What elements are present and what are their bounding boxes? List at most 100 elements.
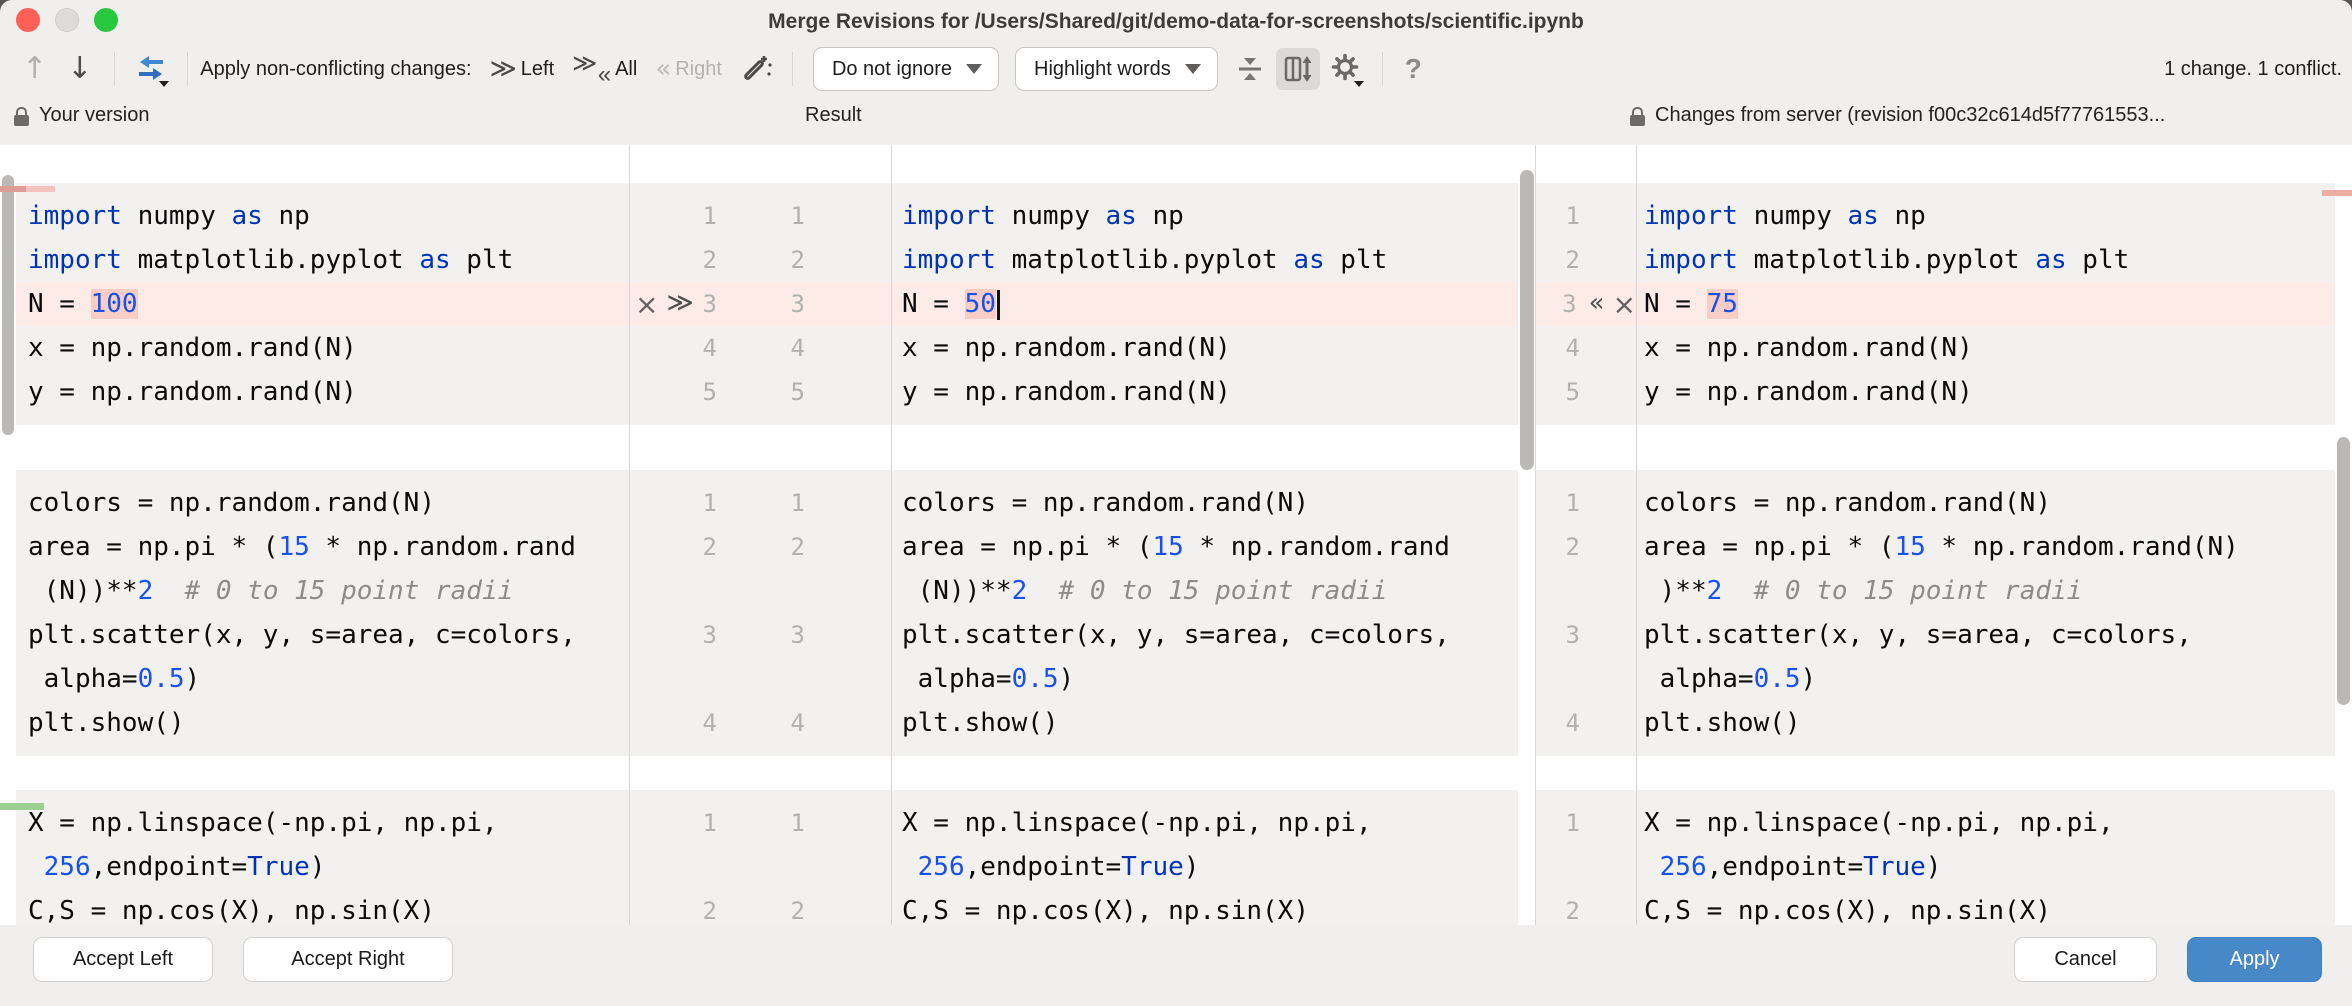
right-code-pane: X = np.linspace(-np.pi, np.pi, 256,endpo… xyxy=(1636,790,2335,925)
apply-left-chevrons-icon[interactable]: ≫ xyxy=(489,54,517,84)
code-line[interactable]: C,S = np.cos(X), np.sin(X) xyxy=(891,889,1518,925)
gutter-actions: «× xyxy=(1577,288,1636,321)
apply-button[interactable]: Apply xyxy=(2187,937,2322,982)
result-line-number: 1 xyxy=(790,809,805,837)
right-line-number: 1 xyxy=(1565,809,1580,837)
conflict-stripe-left-light[interactable] xyxy=(26,186,55,192)
code-token: colors = np.random.rand(N) xyxy=(902,488,1309,518)
code-token: # 0 to 15 point radii xyxy=(1753,576,2083,606)
notebook-cell-diff: colors = np.random.rand(N) area = np.pi *… xyxy=(0,470,2352,756)
code-token: matplotlib.pyplot xyxy=(121,245,420,275)
apply-all-chevrons-icon[interactable]: ≫ « xyxy=(572,49,612,88)
code-token: C,S = np.cos(X), np.sin(X) xyxy=(28,896,435,925)
code-token: np xyxy=(1136,201,1184,231)
code-line: )**2 # 0 to 15 point radii xyxy=(1636,569,2335,613)
apply-all-label[interactable]: All xyxy=(615,57,638,80)
code-line[interactable]: N = 50 xyxy=(891,282,1518,326)
change-stripe-green[interactable] xyxy=(0,803,44,810)
code-line[interactable]: import numpy as np xyxy=(891,194,1518,238)
left-line-number: 2 xyxy=(702,533,717,561)
code-line[interactable]: area = np.pi * (15 * np.random.rand xyxy=(891,525,1518,569)
apply-all-non-conflicting-icon[interactable] xyxy=(129,48,173,90)
code-token: y = np.random.rand(N) xyxy=(1644,377,1973,407)
code-token: y = np.random.rand(N) xyxy=(28,377,357,407)
code-token: * np.random.rand xyxy=(1183,532,1450,562)
apply-change-to-result-icon[interactable]: « xyxy=(1588,287,1605,318)
gutter-row: 5 xyxy=(1536,370,1636,414)
ignore-change-icon[interactable]: × xyxy=(635,287,659,321)
help-icon[interactable]: ? xyxy=(1404,53,1422,84)
code-token: ) xyxy=(1800,664,1817,694)
code-line[interactable]: alpha=0.5) xyxy=(891,657,1518,701)
apply-left-label[interactable]: Left xyxy=(520,57,555,80)
code-line[interactable]: (N))**2 # 0 to 15 point radii xyxy=(891,569,1518,613)
code-line: (N))**2 # 0 to 15 point radii xyxy=(16,569,629,613)
code-token: X = np.linspace(-np.pi, np.pi, xyxy=(1644,808,2114,838)
accept-right-button[interactable]: Accept Right xyxy=(243,937,453,982)
code-line: y = np.random.rand(N) xyxy=(1636,370,2335,414)
code-token: as xyxy=(2035,245,2067,275)
next-change-icon[interactable]: ↓ xyxy=(67,51,93,86)
close-window-button[interactable] xyxy=(16,8,40,32)
code-line: area = np.pi * (15 * np.random.rand(N) xyxy=(1636,525,2335,569)
accept-left-button[interactable]: Accept Left xyxy=(33,937,213,982)
cancel-button[interactable]: Cancel xyxy=(2014,937,2157,982)
magic-wand-icon xyxy=(744,56,772,80)
code-line[interactable]: plt.scatter(x, y, s=area, c=colors, xyxy=(891,613,1518,657)
synchronize-scrolling-toggle[interactable] xyxy=(1275,48,1320,90)
code-token: area = np.pi * ( xyxy=(902,532,1153,562)
ignore-change-icon[interactable]: × xyxy=(1612,287,1636,321)
code-token xyxy=(1722,576,1753,606)
code-line[interactable]: y = np.random.rand(N) xyxy=(891,370,1518,414)
highlight-mode-value: Highlight words xyxy=(1034,57,1171,80)
code-token: 256 xyxy=(43,852,91,882)
magic-resolve-icon[interactable] xyxy=(734,48,778,90)
zoom-window-button[interactable] xyxy=(94,8,118,32)
code-line[interactable]: x = np.random.rand(N) xyxy=(891,326,1518,370)
code-token: True xyxy=(1863,852,1926,882)
result-code-pane: colors = np.random.rand(N) area = np.pi *… xyxy=(891,470,1518,756)
code-line: import numpy as np xyxy=(16,194,629,238)
code-line: x = np.random.rand(N) xyxy=(1636,326,2335,370)
gutter-border xyxy=(1535,145,1536,925)
code-token: ,endpoint= xyxy=(90,852,248,882)
conflict-stripe-left[interactable] xyxy=(0,186,26,192)
code-line[interactable]: 256,endpoint=True) xyxy=(891,845,1518,889)
collapse-unchanged-icon[interactable] xyxy=(1228,48,1272,90)
code-line: x = np.random.rand(N) xyxy=(16,326,629,370)
ignore-policy-dropdown[interactable]: Do not ignore xyxy=(812,47,1000,91)
left-panel-scrollbar[interactable] xyxy=(2,175,14,435)
collapse-icon xyxy=(1238,58,1261,80)
right-panel-scrollbar[interactable] xyxy=(2337,437,2350,705)
status-summary: 1 change. 1 conflict. xyxy=(2164,57,2342,80)
gutter-row: 2 xyxy=(1536,889,1636,925)
code-token: 2 xyxy=(1011,576,1028,606)
code-line: 256,endpoint=True) xyxy=(16,845,629,889)
apply-change-to-result-icon[interactable]: ≫ xyxy=(666,287,694,318)
code-token: plt.show() xyxy=(1644,708,1801,738)
changed-word: 100 xyxy=(90,289,138,319)
code-line[interactable]: X = np.linspace(-np.pi, np.pi, xyxy=(891,801,1518,845)
code-token: as xyxy=(1293,245,1325,275)
result-panel-scrollbar[interactable] xyxy=(1520,170,1534,470)
code-line[interactable]: colors = np.random.rand(N) xyxy=(891,481,1518,525)
left-scroll-track xyxy=(0,470,16,756)
code-token: * np.random.rand xyxy=(309,532,576,562)
result-line-number: 2 xyxy=(790,897,805,925)
code-line: y = np.random.rand(N) xyxy=(16,370,629,414)
code-line[interactable]: import matplotlib.pyplot as plt xyxy=(891,238,1518,282)
code-token: ,endpoint= xyxy=(964,852,1122,882)
gutter-row: 2 xyxy=(1536,525,1636,569)
code-line[interactable]: plt.show() xyxy=(891,701,1518,745)
lock-icon xyxy=(14,106,29,126)
highlight-mode-dropdown[interactable]: Highlight words xyxy=(1015,47,1218,91)
settings-gear-icon[interactable] xyxy=(1324,48,1368,90)
conflict-stripe-right[interactable] xyxy=(2322,190,2352,196)
previous-change-icon[interactable]: ↑ xyxy=(22,51,48,86)
